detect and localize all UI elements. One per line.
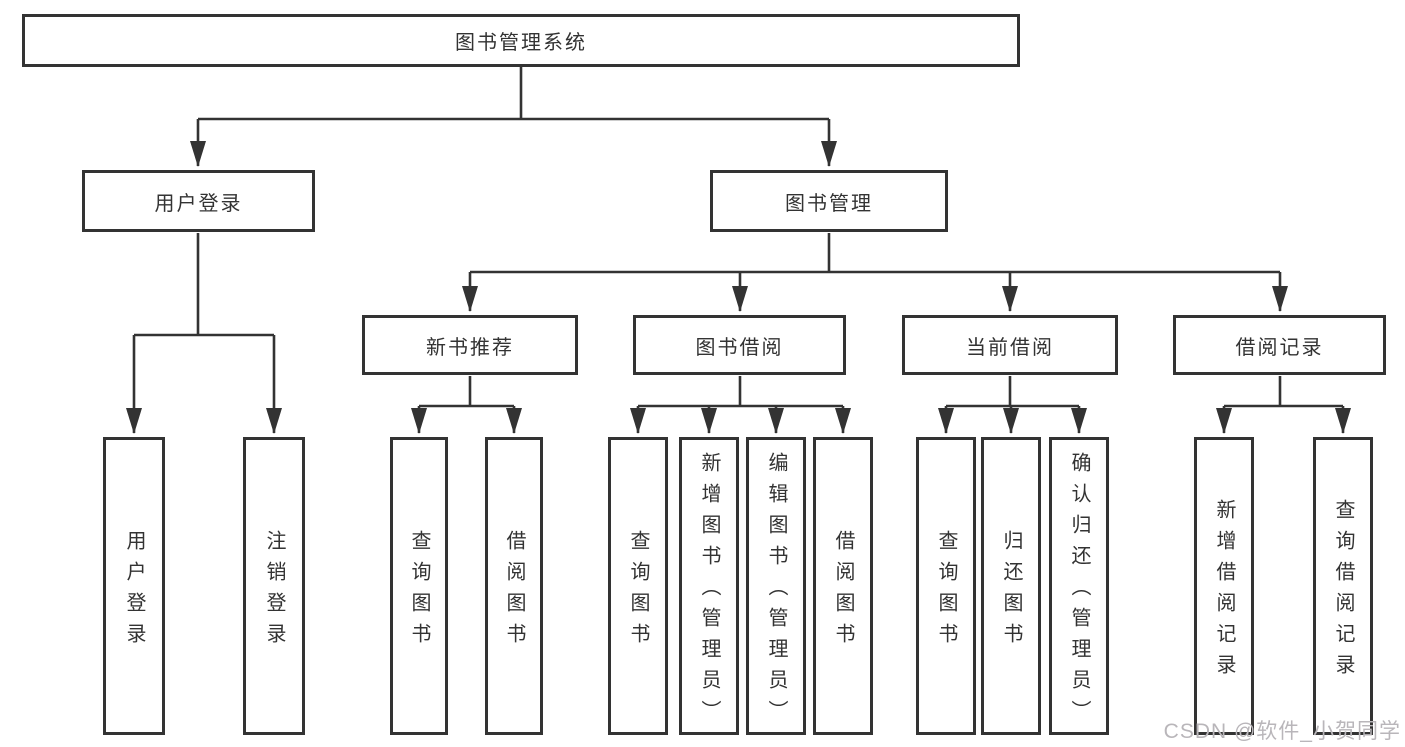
node-label: 编辑图书（管理员） [765, 452, 787, 731]
node-label: 借阅记录 [1235, 336, 1324, 359]
node-new-book-recommend: 新书推荐 [362, 315, 578, 375]
node-label: 借阅图书 [503, 529, 525, 654]
node-label: 查询借阅记录 [1332, 498, 1354, 685]
leaf-add-book-admin: 新增图书（管理员） [679, 437, 739, 735]
leaf-query-books-recommend: 查询图书 [390, 437, 448, 735]
csdn-watermark: CSDN @软件_小贺同学 [1163, 720, 1401, 743]
node-borrow-records: 借阅记录 [1173, 315, 1386, 375]
leaf-query-books-current: 查询图书 [916, 437, 976, 735]
node-label: 查询图书 [627, 529, 649, 654]
node-user-login: 用户登录 [82, 170, 315, 232]
node-label: 确认归还（管理员） [1068, 452, 1090, 731]
node-root-library-system: 图书管理系统 [22, 14, 1020, 67]
node-label: 当前借阅 [966, 336, 1054, 359]
leaf-borrow-books-recommend: 借阅图书 [485, 437, 543, 735]
node-label: 新增图书（管理员） [698, 452, 720, 731]
node-label: 借阅图书 [832, 529, 854, 654]
node-label: 用户登录 [154, 192, 243, 215]
node-label: 新书推荐 [426, 336, 514, 359]
node-label: 图书借阅 [695, 336, 784, 359]
leaf-query-books-borrow: 查询图书 [608, 437, 668, 735]
node-label: 注销登录 [263, 529, 285, 654]
leaf-confirm-return-admin: 确认归还（管理员） [1049, 437, 1109, 735]
node-label: 归还图书 [1000, 529, 1022, 654]
node-label: 查询图书 [408, 529, 430, 654]
node-current-borrow: 当前借阅 [902, 315, 1118, 375]
node-label: 查询图书 [935, 529, 957, 654]
leaf-user-login: 用户登录 [103, 437, 165, 735]
leaf-borrow-books: 借阅图书 [813, 437, 873, 735]
node-book-borrow: 图书借阅 [633, 315, 846, 375]
leaf-query-borrow-record: 查询借阅记录 [1313, 437, 1373, 735]
leaf-add-borrow-record: 新增借阅记录 [1194, 437, 1254, 735]
node-label: 图书管理 [785, 192, 873, 215]
leaf-return-books: 归还图书 [981, 437, 1041, 735]
leaf-logout: 注销登录 [243, 437, 305, 735]
node-label: 新增借阅记录 [1213, 498, 1235, 685]
node-label: 图书管理系统 [455, 32, 587, 54]
node-book-management: 图书管理 [710, 170, 948, 232]
leaf-edit-book-admin: 编辑图书（管理员） [746, 437, 806, 735]
node-label: 用户登录 [123, 529, 145, 654]
